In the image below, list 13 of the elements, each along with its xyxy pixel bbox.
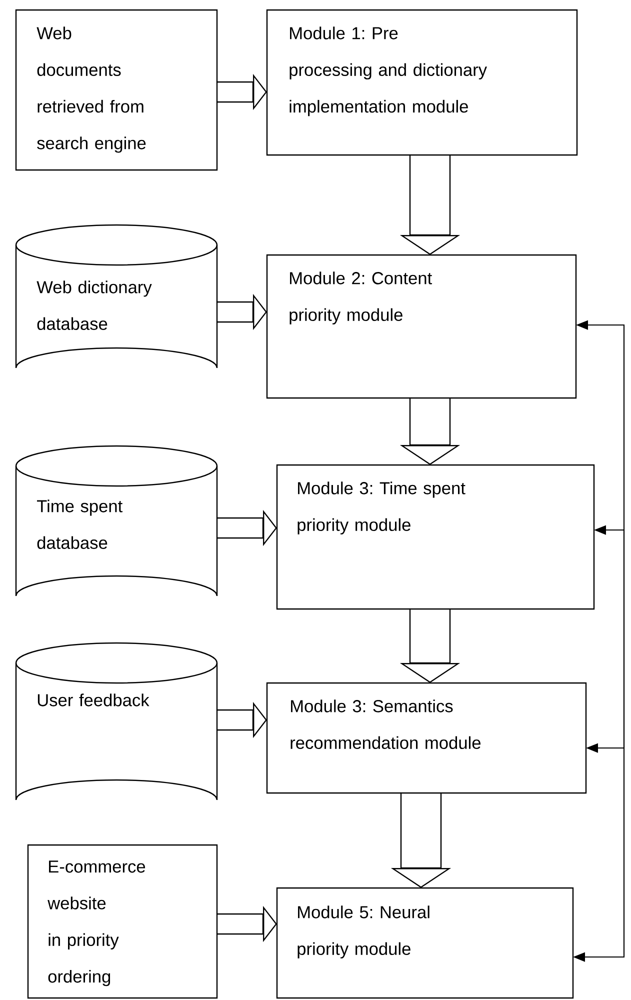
process-box: E-commerce website in priority ordering xyxy=(27,844,218,999)
process-box: Module 5: Neural priority module xyxy=(276,887,574,999)
node-label: Time spent database xyxy=(36,500,123,549)
database-cylinder: Time spent database xyxy=(15,445,218,597)
process-box: Web documents retrieved from search engine xyxy=(15,9,218,171)
process-box: Module 3: Time spent priority module xyxy=(276,464,595,610)
process-box: Module 2: Content priority module xyxy=(266,254,577,399)
database-cylinder: User feedback xyxy=(15,642,218,801)
process-box: Module 3: Semantics recommendation module xyxy=(266,682,587,794)
process-box: Module 1: Pre processing and dictionary implementation module xyxy=(266,9,578,156)
node-label: Web dictionary database xyxy=(36,280,152,330)
database-cylinder: Web dictionary database xyxy=(15,224,218,369)
node-label: User feedback xyxy=(38,694,150,706)
